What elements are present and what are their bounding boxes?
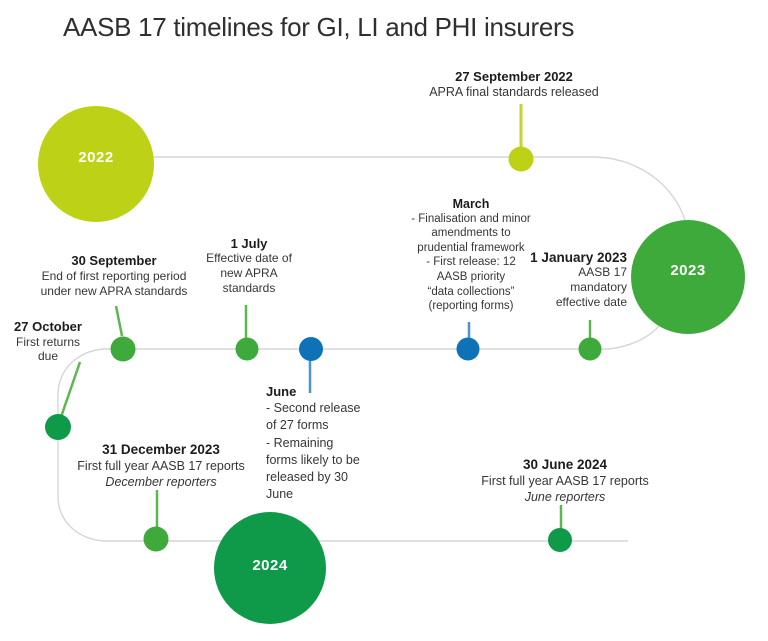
year-circle-2022 xyxy=(38,106,154,222)
milestone-label-31-december-2023: 31 December 2023 First full year AASB 17… xyxy=(31,442,291,490)
milestone-text-line: June xyxy=(266,487,294,502)
milestone-date: 30 September xyxy=(71,253,157,268)
milestone-text-line: (reporting forms) xyxy=(428,300,514,313)
milestone-text-line: Effective date of xyxy=(206,251,292,265)
year-label-2024: 2024 xyxy=(252,557,288,574)
stem-27-october xyxy=(59,361,82,418)
milestone-text-line: prudential framework xyxy=(417,241,525,254)
milestone-text-line: of 27 forms xyxy=(266,418,329,433)
year-circle-2023 xyxy=(631,220,745,334)
milestone-text-line: mandatory xyxy=(570,280,627,294)
milestone-dot-27-september-2022 xyxy=(508,146,534,172)
milestone-label-march: March - Finalisation and minor amendment… xyxy=(386,197,556,314)
milestone-text-line: standards xyxy=(222,281,276,295)
milestone-label-30-september: 30 September End of first reporting peri… xyxy=(14,253,214,300)
milestone-date: 30 June 2024 xyxy=(522,457,608,472)
milestone-dot-june xyxy=(299,337,323,361)
milestone-text-line: End of first reporting period xyxy=(41,268,187,283)
milestone-text-line: First returns xyxy=(15,334,80,349)
milestone-text-line: effective date xyxy=(555,295,627,309)
milestone-text-line: First full year AASB 17 reports xyxy=(77,459,245,473)
milestone-dot-31-december-2023 xyxy=(143,526,169,552)
milestone-label-1-january-2023: 1 January 2023 AASB 17 mandatory effecti… xyxy=(487,250,627,310)
milestone-text-line: amendments to xyxy=(431,227,511,240)
stem-30-september xyxy=(114,305,124,337)
milestone-text-line: June reporters xyxy=(524,490,606,504)
milestone-label-27-october: 27 October First returns due xyxy=(0,319,96,364)
milestone-text-line: December reporters xyxy=(105,475,217,489)
milestone-text-line: - Finalisation and minor xyxy=(411,212,531,225)
milestone-text-line: due xyxy=(37,349,59,363)
milestone-text-line: forms likely to be xyxy=(266,452,360,467)
milestone-text-line: First full year AASB 17 reports xyxy=(481,474,649,488)
milestone-dot-27-october xyxy=(45,414,71,440)
timeline-path-main xyxy=(57,315,668,542)
milestone-label-27-september-2022: 27 September 2022 APRA final standards r… xyxy=(364,69,664,100)
year-label-2022: 2022 xyxy=(78,149,113,166)
milestone-dot-1-july xyxy=(235,337,259,361)
milestone-text-line: AASB 17 xyxy=(578,265,627,279)
milestone-dot-march xyxy=(456,337,480,361)
milestone-text-line: - Remaining xyxy=(266,435,334,450)
milestone-text-line: - First release: 12 xyxy=(426,256,516,269)
milestone-text-line: AASB priority xyxy=(436,270,506,283)
year-circle-2024 xyxy=(214,512,326,624)
year-label-2023: 2023 xyxy=(670,262,705,279)
milestone-text-line: “data collections” xyxy=(427,285,515,298)
milestone-dot-30-june-2024 xyxy=(548,528,572,552)
milestone-date: 1 January 2023 xyxy=(530,250,627,265)
milestone-text-line: - Second release xyxy=(266,401,361,416)
milestone-label-1-july: 1 July Effective date of new APRA standa… xyxy=(174,236,324,296)
milestone-label-30-june-2024: 30 June 2024 First full year AASB 17 rep… xyxy=(435,457,695,505)
page-title: AASB 17 timelines for GI, LI and PHI ins… xyxy=(63,12,575,42)
milestone-date: March xyxy=(452,197,490,211)
milestone-label-june: June - Second release of 27 forms - Rema… xyxy=(266,383,391,503)
milestone-text-line: new APRA xyxy=(220,266,278,280)
milestone-date: 31 December 2023 xyxy=(102,442,220,457)
milestone-date: 1 July xyxy=(230,236,268,251)
milestone-text-line: released by 30 xyxy=(266,470,349,485)
milestone-text-line: APRA final standards released xyxy=(429,84,599,99)
milestone-dot-1-january-2023 xyxy=(578,337,602,361)
milestone-date: 27 September 2022 xyxy=(455,69,573,84)
milestone-dot-30-september xyxy=(110,336,136,362)
milestone-date: 27 October xyxy=(14,319,82,334)
milestone-text-line: under new APRA standards xyxy=(40,284,188,298)
milestone-date: June xyxy=(266,384,297,399)
